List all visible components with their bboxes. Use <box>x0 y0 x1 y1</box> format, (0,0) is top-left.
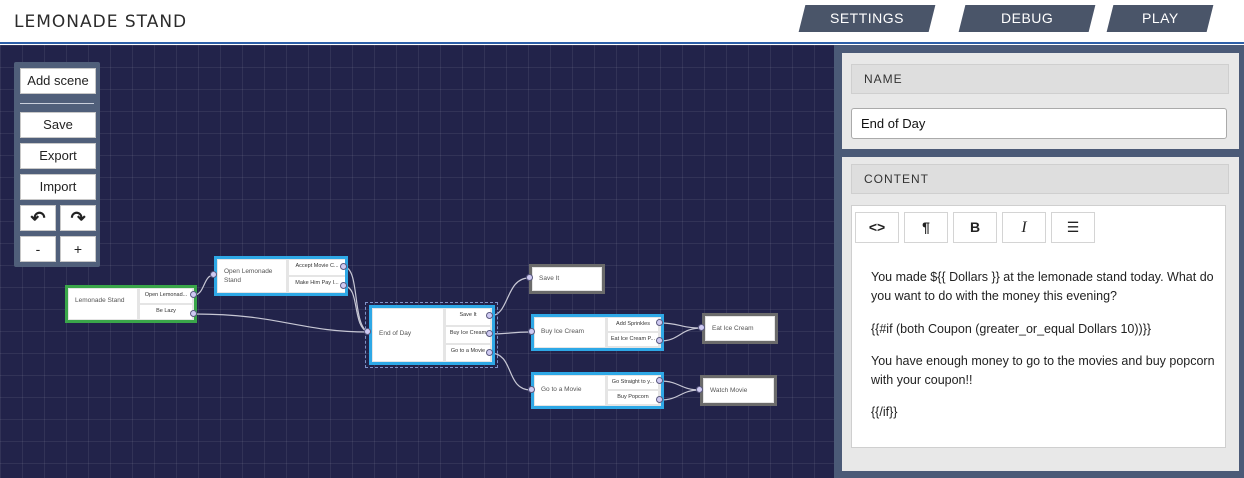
node-port[interactable] <box>656 319 663 326</box>
wire-open-lemonade <box>193 274 215 296</box>
node-go-to-a-movie[interactable]: Go to a Movie Go Straight to y... Buy Po… <box>531 372 664 409</box>
name-label: NAME <box>851 64 1229 94</box>
wire-be-lazy <box>193 313 369 333</box>
node-option[interactable]: Save It <box>446 309 490 325</box>
node-port[interactable] <box>486 330 493 337</box>
node-port[interactable] <box>656 396 663 403</box>
bold-button[interactable]: B <box>953 212 997 243</box>
node-port[interactable] <box>656 377 663 384</box>
bold-icon: B <box>969 219 981 235</box>
node-port[interactable] <box>696 386 703 393</box>
node-port[interactable] <box>210 271 217 278</box>
code-view-button[interactable]: <> <box>855 212 899 243</box>
node-port[interactable] <box>526 274 533 281</box>
code-icon: <> <box>868 219 886 235</box>
play-tab-label: PLAY <box>1141 10 1179 26</box>
import-button[interactable]: Import <box>20 174 96 200</box>
node-title: Buy Ice Cream <box>535 318 605 347</box>
node-option[interactable]: Open Lemonad... <box>140 289 192 303</box>
wire-eat-ice-cream <box>659 327 703 342</box>
list-icon: ☰ <box>1066 219 1080 235</box>
toolbar-divider <box>20 103 94 104</box>
node-option[interactable]: Eat Ice Cream P... <box>608 333 658 346</box>
node-lemonade-stand[interactable]: Lemonade Stand Open Lemonad... Be Lazy <box>65 285 197 323</box>
content-paragraph: You have enough money to go to the movie… <box>871 354 1215 387</box>
node-end-of-day[interactable]: End of Day Save It Buy Ice Cream Go to a… <box>369 305 495 365</box>
node-title: Eat Ice Cream <box>706 317 774 340</box>
scene-name-input[interactable]: End of Day <box>851 108 1227 139</box>
settings-tab[interactable]: SETTINGS <box>798 5 936 32</box>
italic-icon: I <box>1021 219 1027 236</box>
content-paragraph: {{#if (both Coupon (greater_or_equal Dol… <box>871 322 1152 336</box>
node-port[interactable] <box>528 386 535 393</box>
content-paragraph: You made ${{ Dollars }} at the lemonade … <box>871 270 1214 303</box>
node-buy-ice-cream[interactable]: Buy Ice Cream Add Sprinkles Eat Ice Crea… <box>531 314 664 351</box>
export-button[interactable]: Export <box>20 143 96 169</box>
content-editor[interactable]: <> ¶ B I ☰ You made ${{ Dollars }} at th… <box>851 205 1226 448</box>
wire-go-to-movie <box>489 352 532 391</box>
node-port[interactable] <box>340 263 347 270</box>
save-button[interactable]: Save <box>20 112 96 138</box>
zoom-out-button[interactable]: - <box>20 236 56 262</box>
node-save-it[interactable]: Save It <box>529 264 605 294</box>
node-port[interactable] <box>656 337 663 344</box>
italic-button[interactable]: I <box>1002 212 1046 243</box>
node-option[interactable]: Buy Ice Cream <box>446 327 490 343</box>
node-port[interactable] <box>190 291 197 298</box>
node-option[interactable]: Add Sprinkles <box>608 318 658 331</box>
node-eat-ice-cream[interactable]: Eat Ice Cream <box>702 313 778 344</box>
settings-tab-label: SETTINGS <box>829 10 904 26</box>
canvas-toolbar: Add scene Save Export Import ↶ ↷ - + <box>14 62 100 267</box>
node-option[interactable]: Buy Popcorn <box>608 391 658 404</box>
scene-properties-panel: NAME End of Day CONTENT <> ¶ B I ☰ You m… <box>834 45 1244 478</box>
app-header: LEMONADE STAND SETTINGS DEBUG PLAY <box>0 0 1244 44</box>
debug-tab-label: DEBUG <box>1000 10 1054 26</box>
node-option[interactable]: Go to a Movie <box>446 345 490 361</box>
node-title: End of Day <box>373 309 443 361</box>
wire-buy-popcorn <box>659 389 701 401</box>
node-option[interactable]: Go Straight to y... <box>608 376 658 389</box>
node-port[interactable] <box>340 282 347 289</box>
add-scene-button[interactable]: Add scene <box>20 68 96 94</box>
wire-go-straight <box>659 380 701 391</box>
content-paragraph: {{/if}} <box>871 405 898 419</box>
content-section: CONTENT <> ¶ B I ☰ You made ${{ Dollars … <box>842 157 1239 471</box>
play-tab[interactable]: PLAY <box>1106 5 1214 32</box>
wire-add-sprinkles <box>659 322 703 329</box>
debug-tab[interactable]: DEBUG <box>958 5 1096 32</box>
node-option[interactable]: Make Him Pay I... <box>289 277 345 292</box>
node-option[interactable]: Accept Movie C... <box>289 260 345 275</box>
node-title: Open Lemonade Stand <box>218 260 286 292</box>
node-option[interactable]: Be Lazy <box>140 305 192 319</box>
redo-icon: ↷ <box>70 208 86 228</box>
paragraph-button[interactable]: ¶ <box>904 212 948 243</box>
node-title: Lemonade Stand <box>69 289 137 319</box>
selection-outline <box>365 302 498 368</box>
undo-icon: ↶ <box>30 208 46 228</box>
node-port[interactable] <box>486 312 493 319</box>
content-label: CONTENT <box>851 164 1229 194</box>
redo-button[interactable]: ↷ <box>60 205 96 231</box>
zoom-in-button[interactable]: + <box>60 236 96 262</box>
node-title: Watch Movie <box>704 379 773 402</box>
node-port[interactable] <box>486 349 493 356</box>
node-port[interactable] <box>190 310 197 317</box>
node-open-lemonade-stand[interactable]: Open Lemonade Stand Accept Movie C... Ma… <box>214 256 348 296</box>
node-watch-movie[interactable]: Watch Movie <box>700 375 777 406</box>
name-section: NAME End of Day <box>842 53 1239 149</box>
app-title: LEMONADE STAND <box>14 12 188 32</box>
story-graph-canvas[interactable]: Add scene Save Export Import ↶ ↷ - + Lem… <box>0 45 834 478</box>
node-title: Go to a Movie <box>535 376 605 405</box>
node-port[interactable] <box>364 328 371 335</box>
paragraph-icon: ¶ <box>922 219 930 235</box>
node-port[interactable] <box>528 328 535 335</box>
connection-wires <box>193 266 703 401</box>
wire-accept-movie <box>343 266 369 333</box>
wire-save-it <box>489 277 530 317</box>
list-button[interactable]: ☰ <box>1051 212 1095 243</box>
node-title: Save It <box>533 268 601 290</box>
undo-button[interactable]: ↶ <box>20 205 56 231</box>
node-port[interactable] <box>698 324 705 331</box>
